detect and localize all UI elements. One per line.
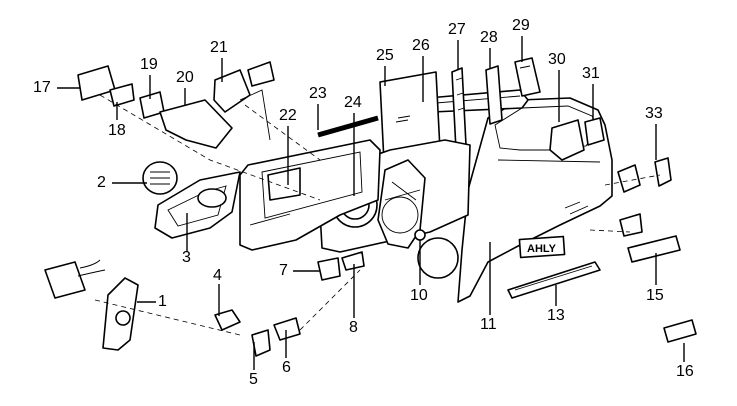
door-lock <box>44 259 139 351</box>
callout-4: 4 <box>213 267 222 284</box>
callout-24: 24 <box>344 94 362 111</box>
trim-panel <box>239 139 381 251</box>
outer-handle-parts <box>617 157 697 343</box>
callout-17: 17 <box>33 79 51 96</box>
callout-18: 18 <box>108 122 126 139</box>
callouts: 1 2 3 4 5 6 7 8 10 11 13 15 16 17 18 19 … <box>33 17 694 388</box>
callout-1: 1 <box>158 293 167 310</box>
callout-26: 26 <box>412 37 430 54</box>
moulding-strip <box>317 115 379 138</box>
callout-13: 13 <box>547 307 565 324</box>
callout-27: 27 <box>448 21 466 38</box>
svg-text:AHLY: AHLY <box>527 243 557 255</box>
door-latch <box>549 117 605 161</box>
callout-8: 8 <box>349 319 358 336</box>
callout-33: 33 <box>645 105 663 122</box>
callout-29: 29 <box>512 17 530 34</box>
assembly-guides <box>94 94 661 336</box>
callout-31: 31 <box>582 65 600 82</box>
lower-moulding <box>507 261 601 299</box>
callout-28: 28 <box>480 29 498 46</box>
upper-left-parts <box>77 61 275 149</box>
callout-7: 7 <box>279 262 288 279</box>
callout-16: 16 <box>676 363 694 380</box>
callout-22: 22 <box>279 107 297 124</box>
callout-30: 30 <box>548 51 566 68</box>
callout-3: 3 <box>182 249 191 266</box>
small-clips <box>214 251 365 357</box>
callout-25: 25 <box>376 47 394 64</box>
run-channels <box>451 57 541 151</box>
callout-11: 11 <box>480 316 497 333</box>
callout-2: 2 <box>97 174 106 191</box>
callout-15: 15 <box>646 287 664 304</box>
callout-10: 10 <box>410 287 428 304</box>
callout-19: 19 <box>140 56 158 73</box>
armrest-bezel <box>154 171 241 239</box>
leader-lines <box>57 36 685 370</box>
callout-5: 5 <box>249 371 258 388</box>
callout-23: 23 <box>309 85 327 102</box>
callout-6: 6 <box>282 359 291 376</box>
callout-21: 21 <box>210 39 228 56</box>
window-regulator <box>377 159 426 249</box>
speaker-grille <box>142 161 178 195</box>
callout-20: 20 <box>176 69 194 86</box>
